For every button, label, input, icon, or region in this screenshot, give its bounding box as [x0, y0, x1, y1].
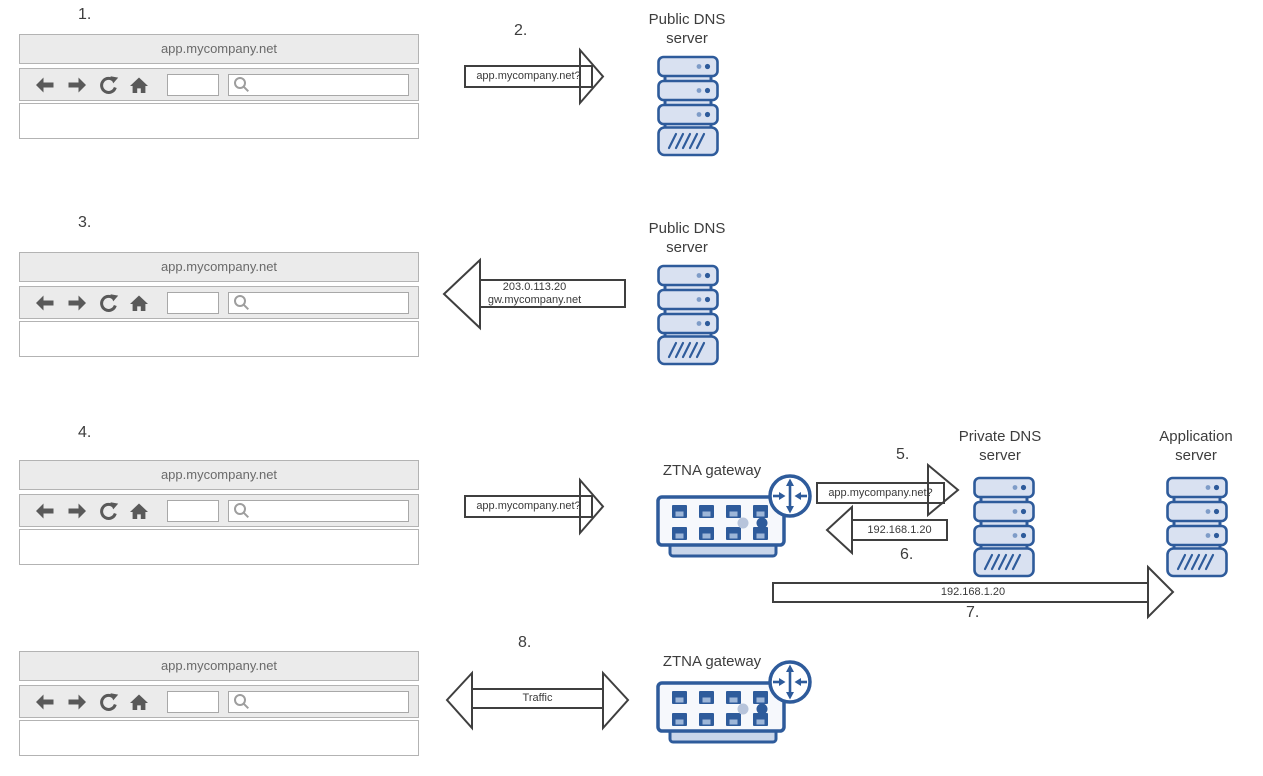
ztna-gateway-label: ZTNA gateway	[662, 653, 762, 670]
browser-content	[19, 103, 419, 139]
browser-toolbar	[19, 685, 419, 718]
step-number-7: 7.	[966, 604, 980, 621]
ethernet-ports-icon	[672, 691, 768, 726]
ethernet-ports-icon	[672, 505, 768, 540]
step-number-6: 6.	[900, 546, 914, 563]
search-icon	[234, 77, 250, 93]
step5-arrow-label: app.mycompany.net?	[828, 487, 933, 499]
server-icon	[657, 264, 719, 366]
address-input	[167, 73, 219, 96]
server-icon	[657, 55, 719, 157]
step6-arrow-left	[825, 504, 948, 556]
browser-toolbar	[19, 494, 419, 527]
step5-arrow-right	[816, 462, 960, 518]
browser-content	[19, 529, 419, 565]
switch-icon	[656, 660, 812, 744]
step7-arrow-label: 192.168.1.20	[940, 586, 1006, 598]
private-dns-server	[972, 476, 1036, 578]
browser-title-bar: app.mycompany.net	[19, 460, 419, 490]
home-icon	[129, 76, 149, 94]
ztna-gateway-label: ZTNA gateway	[662, 462, 762, 479]
step7-arrow-right	[772, 564, 1175, 620]
step-number-5: 5.	[896, 446, 910, 463]
step-number-8: 8.	[518, 634, 532, 651]
application-server	[1165, 476, 1229, 578]
reload-icon	[98, 692, 119, 711]
switch-icon	[656, 474, 812, 558]
browser-window-step3: app.mycompany.net	[19, 252, 419, 357]
step2-arrow-right	[464, 47, 605, 106]
back-icon	[34, 693, 56, 711]
search-icon	[234, 694, 250, 710]
step8-arrow-both	[445, 670, 630, 731]
home-icon	[129, 502, 149, 520]
address-input	[167, 690, 219, 713]
browser-title-bar: app.mycompany.net	[19, 34, 419, 64]
reload-icon	[98, 293, 119, 312]
browser-toolbar	[19, 286, 419, 319]
forward-icon	[66, 76, 88, 94]
browser-content	[19, 720, 419, 756]
address-input	[167, 499, 219, 522]
step-number-4: 4.	[78, 424, 92, 441]
search-icon	[234, 295, 250, 311]
ztna-gateway-8	[650, 656, 812, 748]
browser-content	[19, 321, 419, 357]
server-icon	[973, 476, 1035, 578]
step-number-1: 1.	[78, 6, 92, 23]
router-badge-icon	[768, 660, 812, 704]
home-icon	[129, 294, 149, 312]
forward-icon	[66, 693, 88, 711]
back-icon	[34, 294, 56, 312]
address-input	[167, 291, 219, 314]
step3-arrow-left	[442, 257, 626, 331]
step6-arrow-label: 192.168.1.20	[867, 524, 932, 536]
browser-window-step8: app.mycompany.net	[19, 651, 419, 756]
back-icon	[34, 502, 56, 520]
step4-arrow-label: app.mycompany.net?	[476, 500, 581, 512]
browser-url-text: app.mycompany.net	[160, 41, 278, 56]
router-badge-icon	[768, 474, 812, 518]
browser-url-text: app.mycompany.net	[160, 658, 278, 673]
ztna-gateway-4	[650, 470, 812, 562]
browser-url-text: app.mycompany.net	[160, 259, 278, 274]
home-icon	[129, 693, 149, 711]
reload-icon	[98, 501, 119, 520]
search-input	[228, 690, 409, 713]
step8-arrow-label: Traffic	[522, 692, 553, 704]
search-input	[228, 73, 409, 96]
search-icon	[234, 503, 250, 519]
forward-icon	[66, 294, 88, 312]
browser-window-step4: app.mycompany.net	[19, 460, 419, 565]
forward-icon	[66, 502, 88, 520]
browser-title-bar: app.mycompany.net	[19, 651, 419, 681]
step2-arrow-label: app.mycompany.net?	[476, 70, 581, 82]
public-dns-server-3	[656, 264, 720, 366]
reload-icon	[98, 75, 119, 94]
browser-toolbar	[19, 68, 419, 101]
step4-arrow-right	[464, 477, 605, 536]
step-number-2: 2.	[514, 22, 528, 39]
public-dns-server-1	[656, 55, 720, 157]
search-input	[228, 499, 409, 522]
step-number-3: 3.	[78, 214, 92, 231]
browser-window-step1: app.mycompany.net	[19, 34, 419, 139]
server-icon	[1166, 476, 1228, 578]
browser-title-bar: app.mycompany.net	[19, 252, 419, 282]
search-input	[228, 291, 409, 314]
back-icon	[34, 76, 56, 94]
browser-url-text: app.mycompany.net	[160, 467, 278, 482]
